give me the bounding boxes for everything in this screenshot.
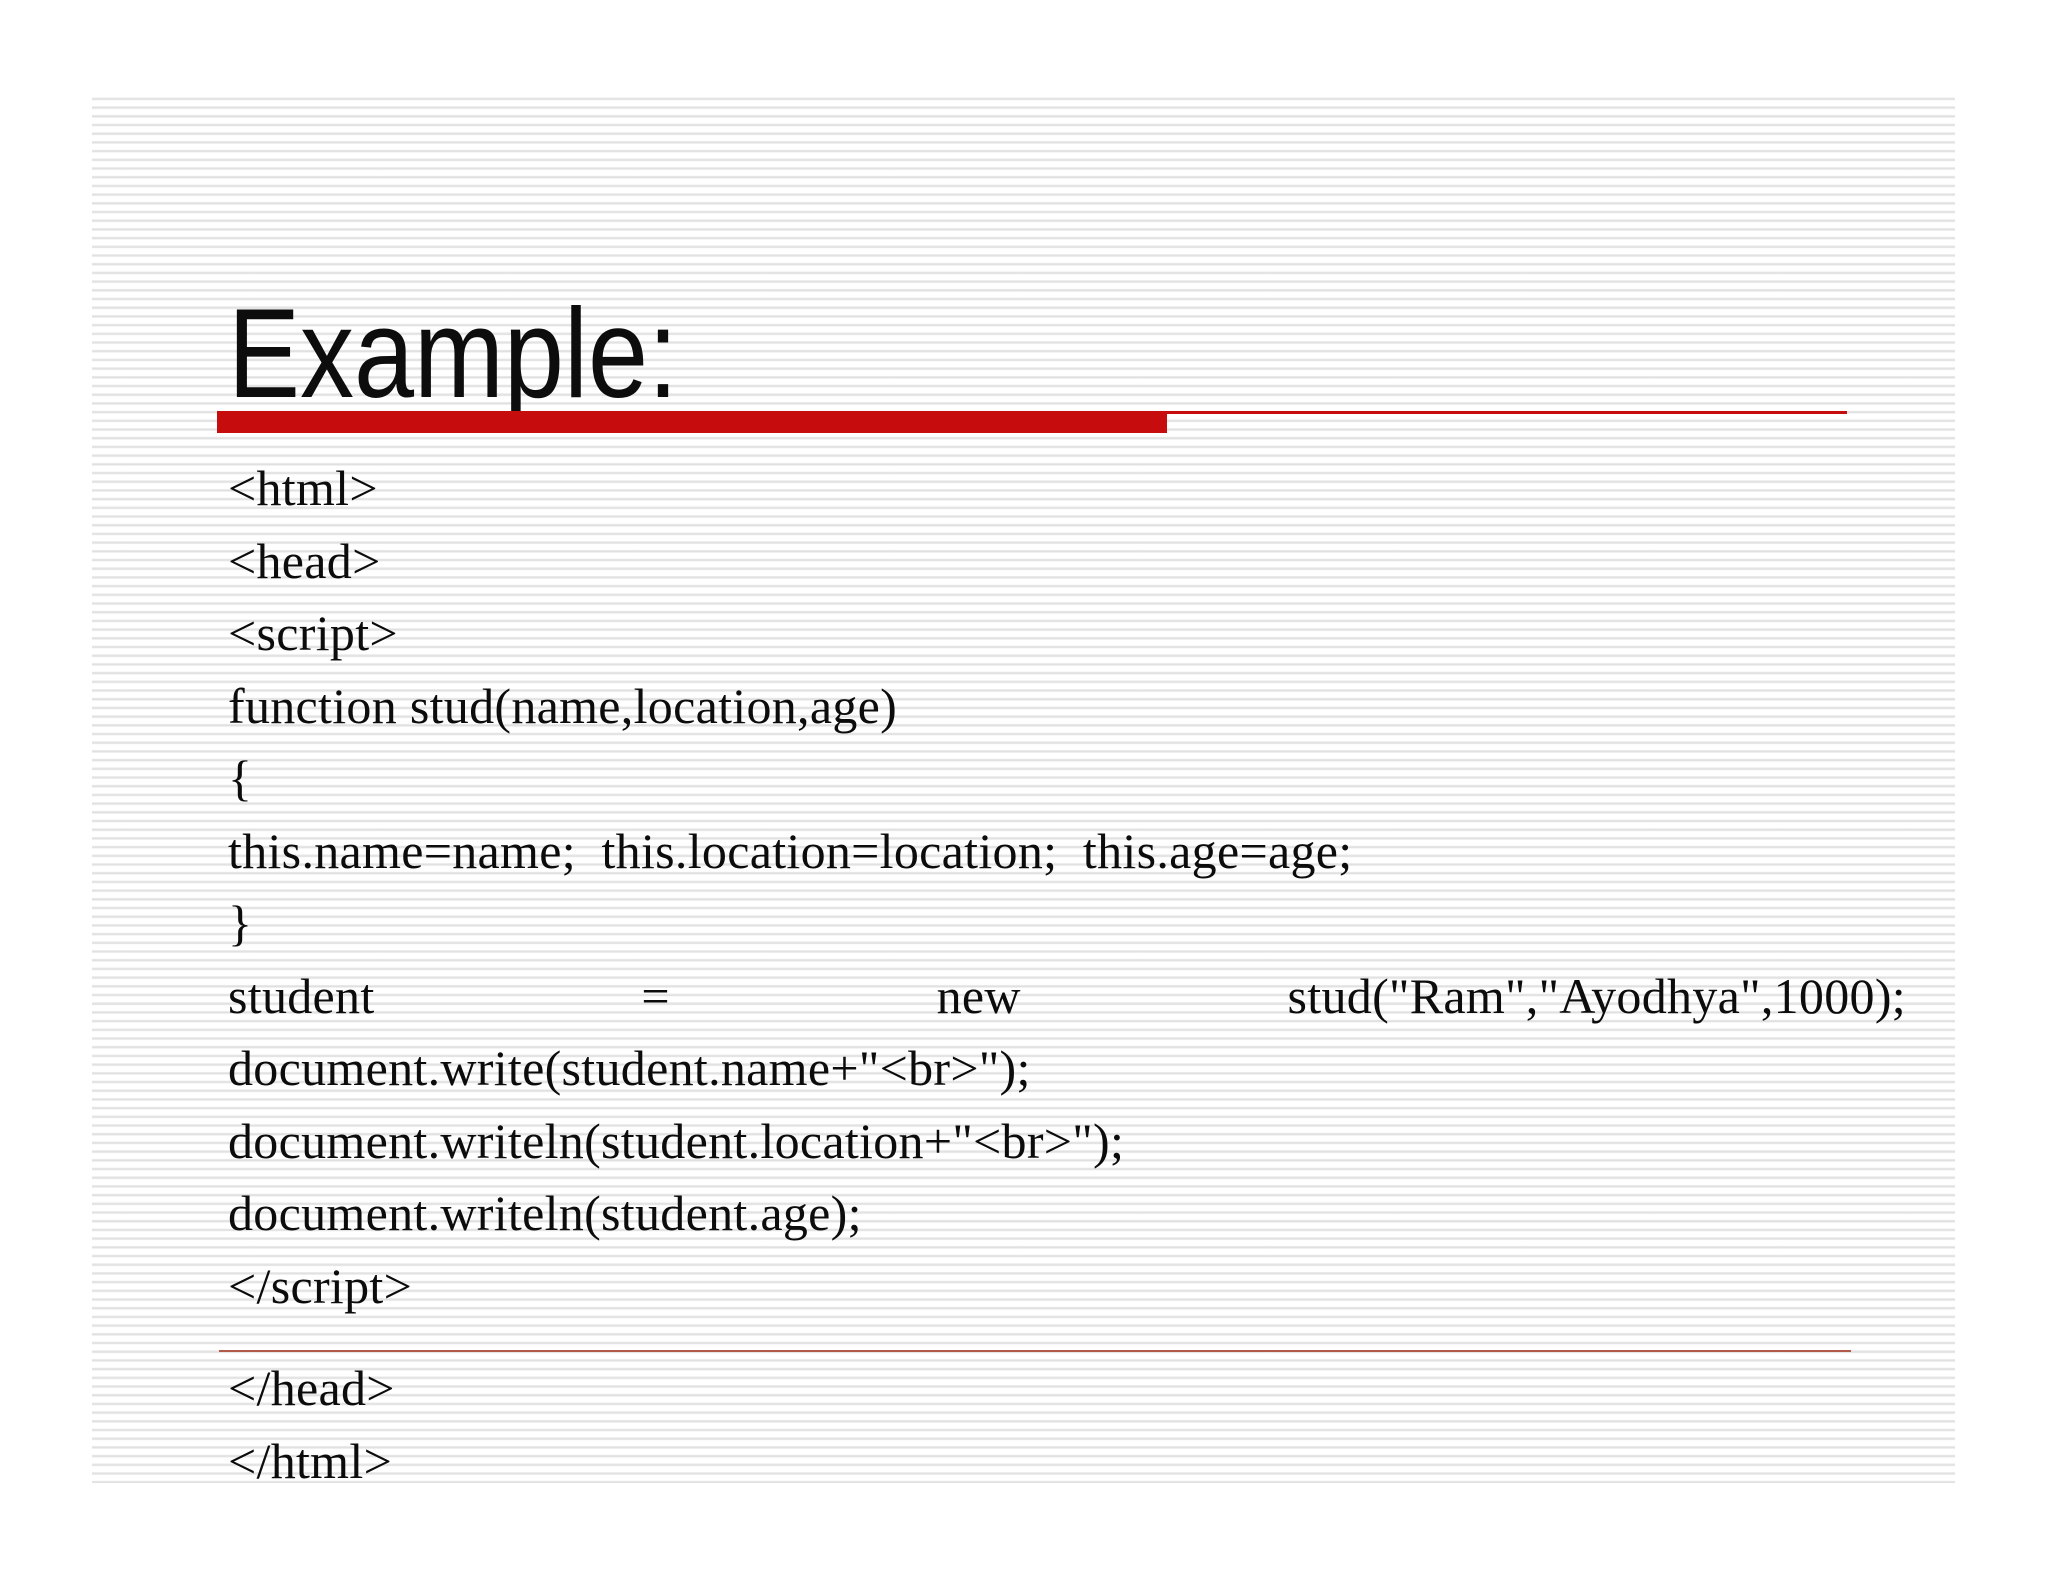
slide-title: Example:	[228, 282, 678, 424]
code-line: <head>	[228, 532, 381, 589]
code-line: document.writeln(student.age);	[228, 1185, 862, 1241]
code-line: </html>	[228, 1432, 393, 1489]
code-line: student = new stud("Ram","Ayodhya",1000);	[228, 960, 1906, 1033]
slide-background-stripes	[92, 92, 1955, 1483]
code-line: </script>	[228, 1257, 413, 1314]
code-block: <html> <head> <script> function stud(name,l…	[228, 452, 1906, 1322]
code-token: stud("Ram","Ayodhya",1000);	[1287, 967, 1906, 1024]
code-token: =	[641, 967, 670, 1024]
title-underline-rule	[1167, 411, 1847, 414]
code-footer-block: </head> </html>	[228, 1352, 1906, 1497]
code-line: }	[228, 895, 253, 951]
code-line: <html>	[228, 460, 378, 516]
code-line: function stud(name,location,age)	[228, 677, 898, 734]
code-token: new	[936, 967, 1021, 1024]
code-line: {	[228, 750, 253, 806]
code-line: </head>	[228, 1360, 395, 1416]
code-token: student	[228, 967, 375, 1024]
code-line: document.writeln(student.location+"<br>"…	[228, 1112, 1125, 1169]
code-line: this.name=name; this.location=location; …	[228, 822, 1353, 879]
footer-divider-line	[219, 1350, 1851, 1352]
code-line: <script>	[228, 605, 398, 661]
code-line: document.write(student.name+"<br>");	[228, 1040, 1031, 1096]
title-underline-bar	[217, 411, 1167, 433]
